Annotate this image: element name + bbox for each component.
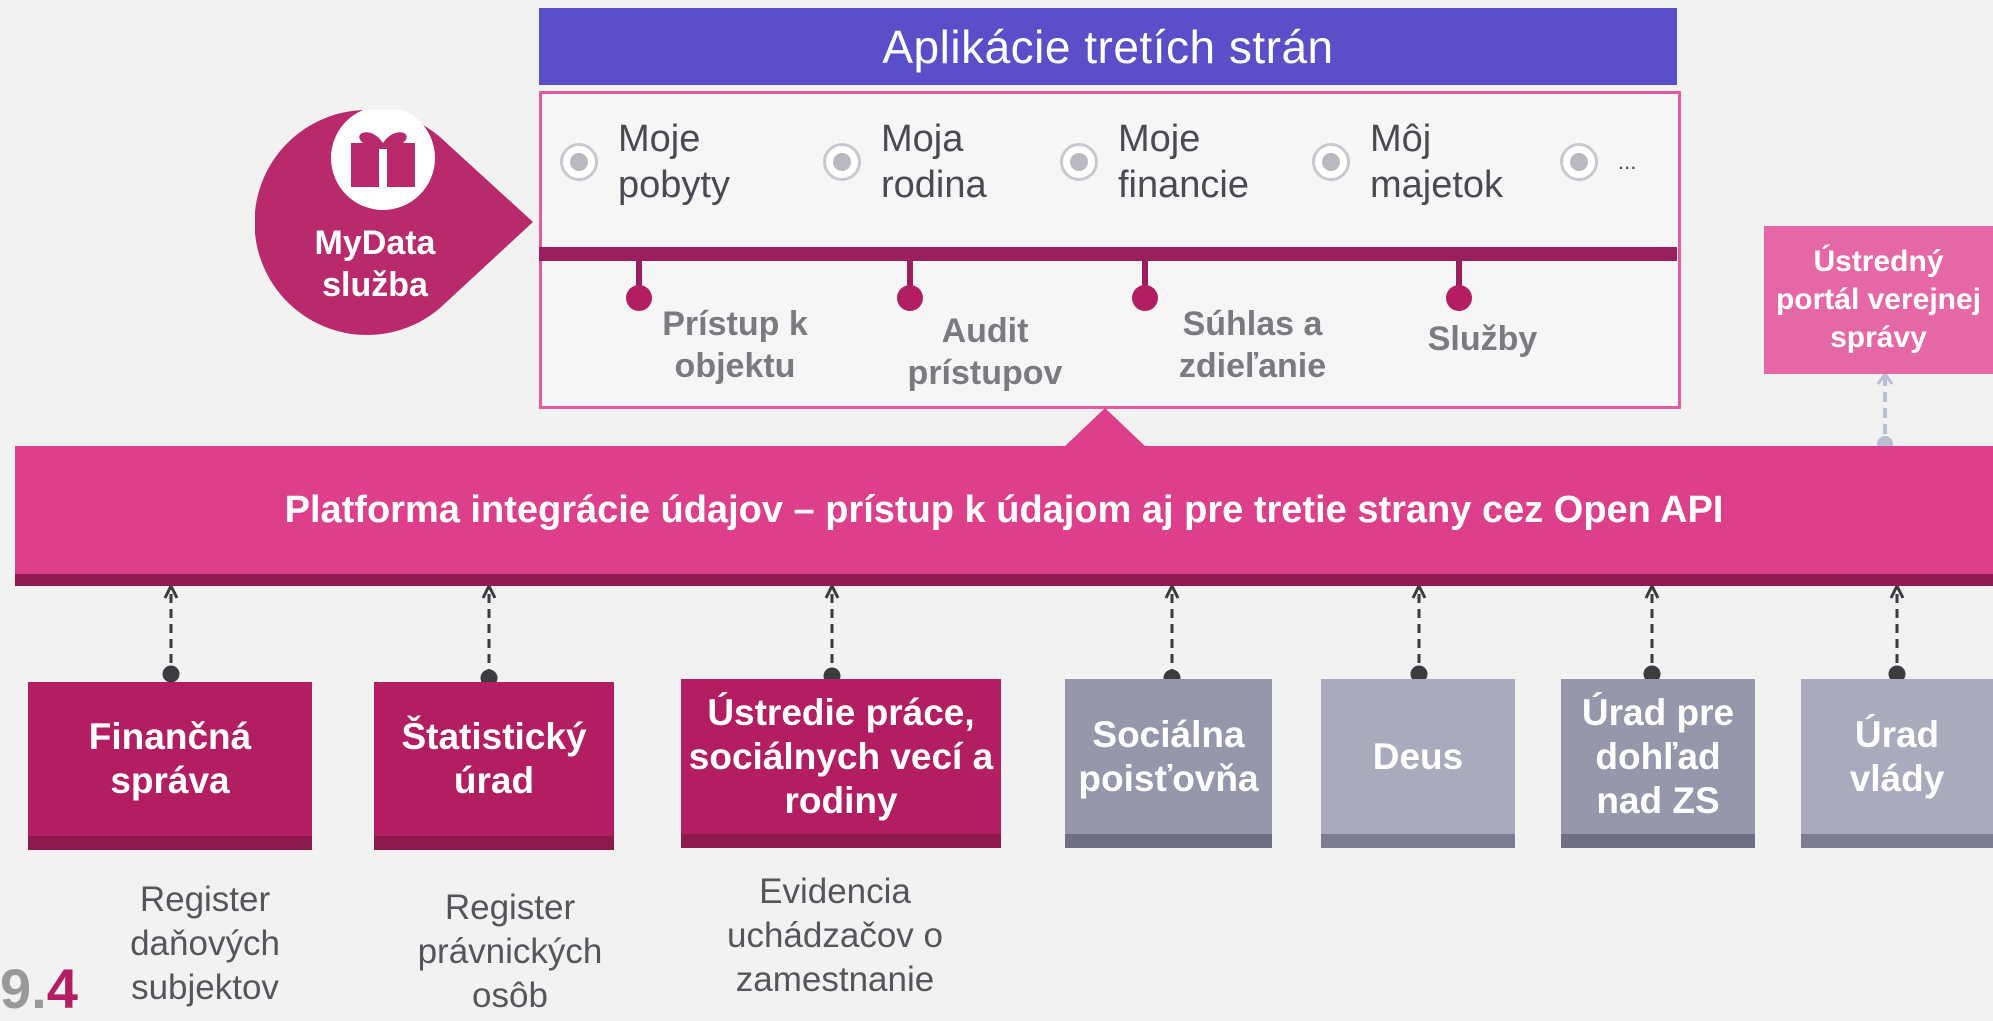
radio-icon[interactable] xyxy=(1312,143,1350,181)
pin-dot xyxy=(897,285,923,311)
portal-connector xyxy=(1876,374,1894,452)
connector xyxy=(1643,586,1661,683)
radio-icon[interactable] xyxy=(823,143,861,181)
app-item-moj-majetok[interactable]: Môj majetok xyxy=(1312,112,1503,212)
third-party-apps-header: Aplikácie tretích strán xyxy=(539,8,1677,85)
page-number-accent: 4 xyxy=(46,957,78,1020)
app-item-moje-financie[interactable]: Moje financie xyxy=(1060,112,1249,212)
agency-ustredie-prace[interactable]: Ústredie práce, sociálnych vecí a rodiny xyxy=(681,679,1001,834)
agency-socialna-poistovna[interactable]: Sociálna poisťovňa xyxy=(1065,679,1272,834)
feature-bar xyxy=(539,247,1677,261)
register-job-seekers: Evidencia uchádzačov o zamestnanie xyxy=(727,872,943,999)
app-item-moja-rodina[interactable]: Moja rodina xyxy=(823,112,987,212)
app-item-moje-pobyty[interactable]: Moje pobyty xyxy=(560,112,730,212)
agency-base xyxy=(1561,834,1755,848)
register-tax-subjects: Register daňových subjektov xyxy=(130,880,280,1007)
register-legal-persons: Register právnických osôb xyxy=(417,888,603,1015)
feature-consent-sharing: Súhlas a zdieľanie xyxy=(1178,305,1327,385)
agency-statisticky-urad[interactable]: Štatistický úrad xyxy=(374,682,614,836)
pin-line xyxy=(636,261,642,291)
page-number: 9.4 xyxy=(0,956,78,1021)
pin-line xyxy=(1456,261,1462,291)
connector xyxy=(823,586,841,685)
app-label: Moje financie xyxy=(1118,118,1249,206)
connector xyxy=(162,586,180,683)
agency-deus[interactable]: Deus xyxy=(1321,679,1515,834)
page-number-main: 9 xyxy=(0,957,32,1020)
radio-icon[interactable] xyxy=(1560,143,1598,181)
integration-platform-band: Platforma integrácie údajov – prístup k … xyxy=(15,446,1993,574)
mydata-bubble xyxy=(255,110,533,335)
connector xyxy=(1410,586,1428,683)
radio-icon[interactable] xyxy=(1060,143,1098,181)
agency-base xyxy=(1801,834,1993,848)
app-label: Môj majetok xyxy=(1370,118,1504,206)
app-label: Moja rodina xyxy=(881,118,987,206)
agency-urad-dohlad-zs[interactable]: Úrad pre dohľad nad ZS xyxy=(1561,679,1755,834)
pin-dot xyxy=(1446,285,1472,311)
feature-services: Služby xyxy=(1427,320,1538,358)
platform-pointer xyxy=(1063,408,1147,448)
feature-access-audit: Audit prístupov xyxy=(907,312,1063,392)
pin-dot xyxy=(626,285,652,311)
pin-line xyxy=(1142,261,1148,291)
central-portal-box[interactable]: Ústredný portál verejnej správy xyxy=(1764,226,1993,374)
agency-base xyxy=(681,834,1001,848)
radio-icon[interactable] xyxy=(560,143,598,181)
platform-shadow xyxy=(15,574,1993,586)
pin-dot xyxy=(1132,285,1158,311)
agency-base xyxy=(1321,834,1515,848)
agency-base xyxy=(28,836,312,850)
agency-base xyxy=(374,836,614,850)
connector xyxy=(1888,586,1906,683)
agency-base xyxy=(1065,834,1272,848)
mydata-label: MyData služba xyxy=(314,224,436,304)
connector xyxy=(480,586,498,686)
app-label: ... xyxy=(1618,149,1637,174)
app-item-more[interactable]: ... xyxy=(1560,112,1636,212)
gift-icon xyxy=(351,132,415,187)
agency-connectors xyxy=(162,586,1906,686)
feature-object-access: Prístup k objektu xyxy=(662,305,808,385)
app-label: Moje pobyty xyxy=(618,118,730,206)
pin-line xyxy=(907,261,913,291)
agency-financna-sprava[interactable]: Finančná správa xyxy=(28,682,312,836)
page-number-separator: . xyxy=(31,957,47,1020)
agency-urad-vlady[interactable]: Úrad vlády xyxy=(1801,679,1993,834)
connector xyxy=(1163,586,1181,686)
